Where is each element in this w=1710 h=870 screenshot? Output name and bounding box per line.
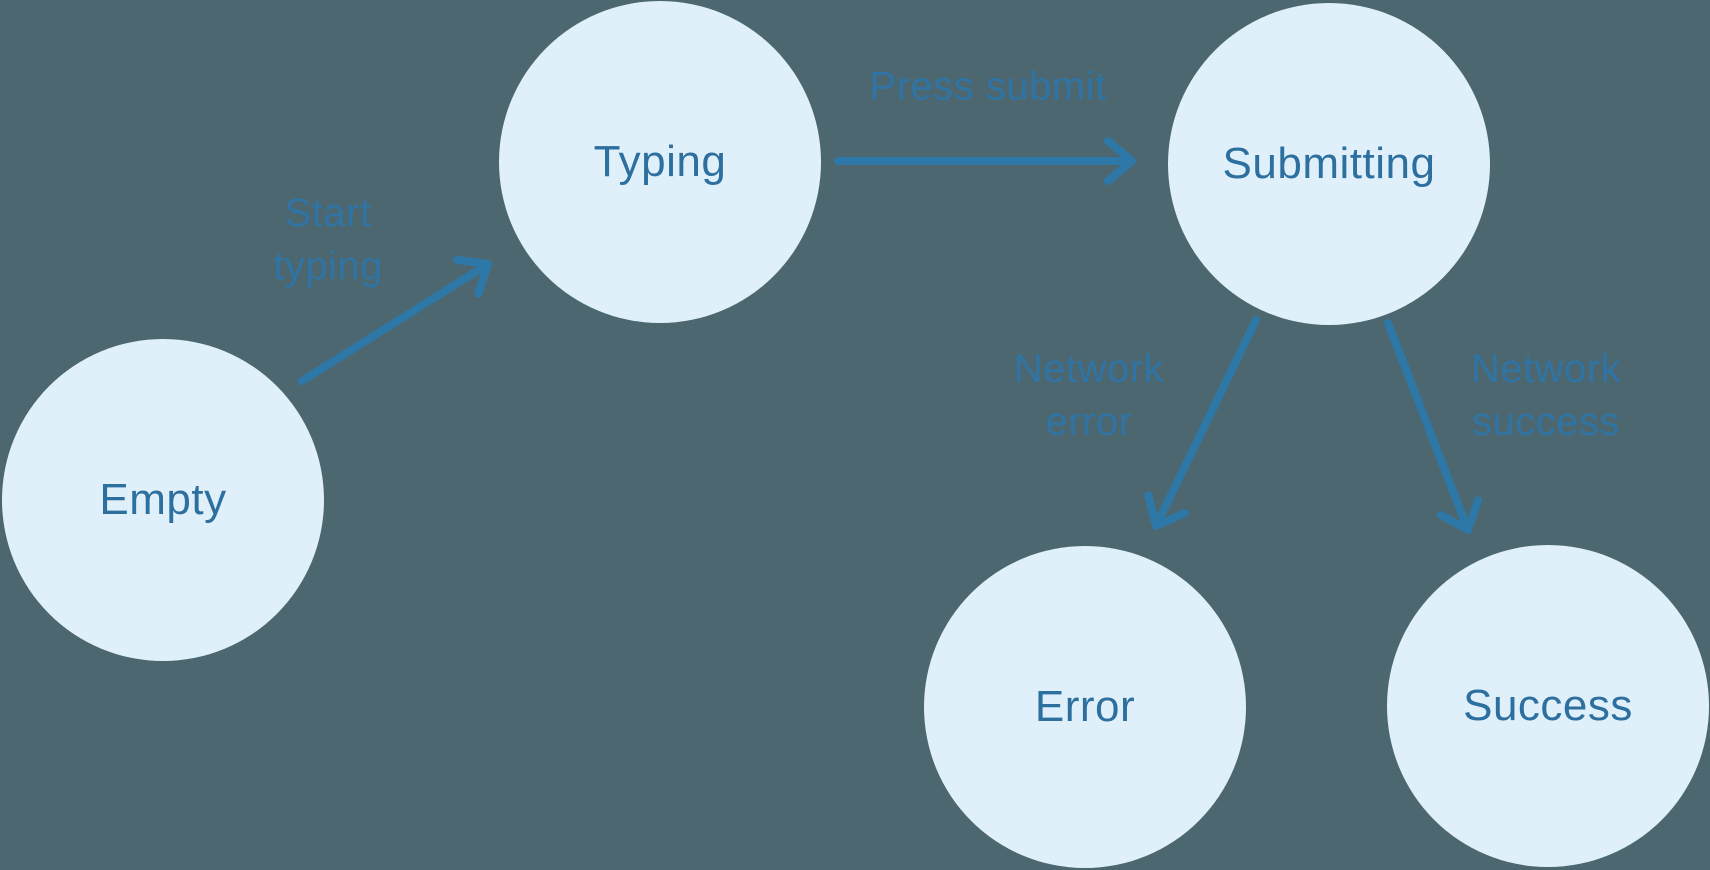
state-node-empty: Empty bbox=[2, 339, 324, 661]
state-node-label: Error bbox=[1034, 682, 1136, 731]
edge-arrow-network-success bbox=[1384, 319, 1483, 534]
state-node-label: Success bbox=[1463, 681, 1633, 730]
edge-label-line: Start bbox=[284, 191, 372, 235]
edge-label-line: Press submit bbox=[869, 64, 1107, 109]
edge-label-network-success: Network success bbox=[1471, 343, 1621, 449]
state-node-typing: Typing bbox=[499, 1, 821, 323]
edge-arrow-network-error bbox=[1144, 316, 1260, 530]
edge-label-line: error bbox=[1045, 400, 1133, 444]
edge-arrow-start-typing bbox=[298, 255, 492, 385]
state-node-submitting: Submitting bbox=[1168, 3, 1490, 325]
edge-label-line: Network bbox=[1013, 347, 1165, 391]
edge-label-line: success bbox=[1471, 400, 1620, 444]
state-node-label: Typing bbox=[593, 137, 727, 186]
state-node-label: Empty bbox=[99, 475, 227, 524]
edge-label-line: Network bbox=[1470, 347, 1622, 391]
edge-label-press-submit: Press submit bbox=[869, 61, 1106, 114]
edge-label-line: typing bbox=[273, 244, 383, 288]
state-node-error: Error bbox=[924, 546, 1246, 868]
edge-label-network-error: Network error bbox=[1014, 343, 1164, 449]
edge-label-start-typing: Start typing bbox=[273, 187, 383, 293]
state-node-label: Submitting bbox=[1222, 139, 1436, 188]
state-node-success: Success bbox=[1387, 545, 1709, 867]
